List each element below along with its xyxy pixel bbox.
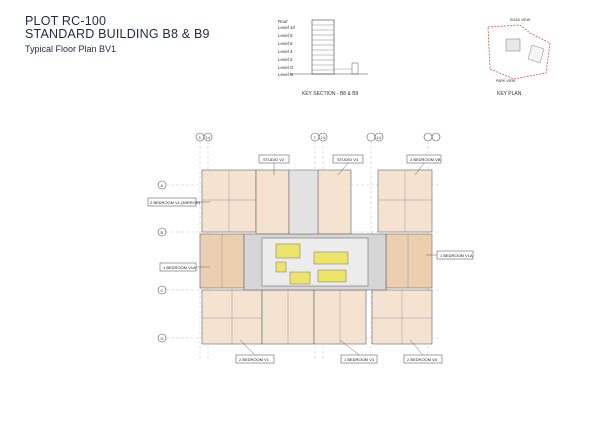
section-building (290, 19, 368, 75)
stair-2 (313, 251, 349, 265)
title-block: PLOT RC-100 STANDARD BUILDING B8 & B9 Ty… (25, 15, 210, 55)
tag-1bed-v3: 1 BEDROOM V3 (344, 357, 375, 362)
road-view-label: ROAD VIEW (510, 18, 531, 22)
grid-label: D (161, 336, 164, 341)
tag-studio-v2: STUDIO V2 (263, 157, 285, 162)
tag-studio-v3: STUDIO V3 (337, 157, 359, 162)
grid-bubble (423, 132, 433, 142)
level-label: Level 6 (278, 41, 293, 46)
building-title: STANDARD BUILDING B8 & B9 (25, 27, 210, 41)
site-boundary (487, 24, 551, 80)
level-label: Level 8 (278, 33, 293, 38)
level-label: Roof (278, 19, 288, 24)
corridor-upper (288, 169, 319, 235)
tag-2bed-va: 2 BEDROOM VA (407, 357, 437, 362)
units (199, 169, 433, 345)
park-view-label: PARK VIEW (496, 79, 516, 83)
unit-studio-v2 (255, 169, 290, 235)
building-core (243, 169, 387, 291)
tag-1bed-v1a-right: 1 BEDROOM V1A (440, 253, 473, 258)
unit-tags: STUDIO V2 STUDIO V3 2 BEDROOM VB 2 BEDRO… (147, 154, 474, 364)
grid-bubble (366, 132, 376, 142)
unit-1bed-v1a-right (385, 233, 433, 289)
grid-label: 7 (314, 135, 317, 140)
adjacent-building (527, 44, 545, 64)
tag-2bed-vb: 2 BEDROOM VB (410, 157, 441, 162)
unit-studio-v3 (317, 169, 352, 235)
shaft (317, 269, 347, 283)
grid-label: A (161, 183, 164, 188)
grid-label: 14 (206, 135, 211, 140)
grid-label: 5 (199, 135, 202, 140)
level-label: Level 2 (278, 57, 293, 62)
key-section-drawing: Roof Level 10 Level 8 Level 6 Level 4 Le… (278, 19, 368, 77)
tag-2bed-v1: 2 BEDROOM V1 (239, 357, 270, 362)
grid-bubble (374, 132, 384, 142)
key-plan-caption: KEY PLAN (497, 91, 522, 97)
grid-label: 14 (377, 135, 382, 140)
key-section-levels: Roof Level 10 Level 8 Level 6 Level 4 Le… (278, 19, 296, 77)
stair-1 (275, 243, 301, 259)
level-label: Level B (278, 72, 293, 77)
grid-label: 14 (321, 135, 326, 140)
grid-label: B (161, 230, 164, 235)
level-label: Level 4 (278, 49, 293, 54)
level-label: Level 10 (278, 25, 296, 30)
plan-subtitle: Typical Floor Plan BV1 (25, 44, 117, 54)
tag-2bed-v1-mirror: 2 BEDROOM V1 (MIRROR) (150, 200, 201, 205)
lift-2 (289, 271, 311, 285)
key-section-caption: KEY SECTION - B8 & B9 (302, 91, 359, 97)
level-label: Level G (278, 65, 294, 70)
grid-bubble (431, 132, 441, 142)
key-plan-drawing: ROAD VIEW PARK VIEW (487, 18, 551, 83)
plot-title: PLOT RC-100 (25, 14, 107, 28)
building-footprint (505, 38, 521, 52)
lift-1 (275, 261, 287, 273)
tag-1bed-v1a-left: 1 BEDROOM V1A (163, 265, 196, 270)
grid-label: C (161, 288, 164, 293)
